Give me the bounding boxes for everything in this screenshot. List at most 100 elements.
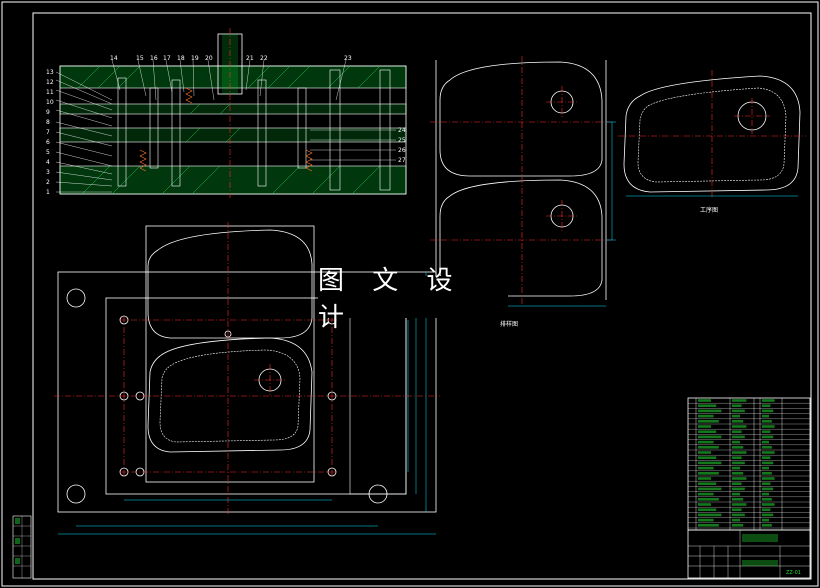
- part-number-top-16: 16: [150, 55, 158, 62]
- bom-cell-text: [698, 492, 714, 496]
- part-number-left-1: 1: [46, 189, 50, 196]
- watermark-banner: 图 文 设 计: [318, 266, 508, 333]
- bom-cell-text: [762, 435, 774, 439]
- bom-cell-text: [698, 472, 719, 475]
- title-block: ZZ-01: [687, 529, 811, 579]
- part-number-left-7: 7: [46, 129, 50, 136]
- bom-cell-text: [698, 404, 717, 407]
- part-number-top-22: 22: [260, 55, 268, 62]
- bom-cell-text: [698, 409, 722, 413]
- workpiece-view-label: 工序图: [700, 206, 718, 214]
- bom-cell-text: [698, 466, 714, 470]
- bom-cell-text: [698, 524, 719, 527]
- bom-cell-text: [762, 518, 769, 522]
- part-number-left-12: 12: [46, 79, 54, 86]
- bom-cell-text: [732, 524, 744, 527]
- bom-cell-text: [698, 446, 719, 449]
- bom-cell-text: [732, 435, 745, 439]
- part-number-top-21: 21: [246, 55, 254, 62]
- part-number-top-20: 20: [205, 55, 213, 62]
- bom-cell-text: [762, 399, 775, 402]
- bom-cell-text: [762, 420, 772, 423]
- bom-cell-text: [762, 498, 772, 501]
- bom-cell-text: [732, 451, 747, 454]
- revision-strip: [12, 515, 32, 579]
- bom-cell-text: [698, 425, 711, 428]
- part-number-left-11: 11: [46, 89, 54, 96]
- bom-cell-text: [732, 456, 742, 459]
- bom-cell-text: [732, 508, 742, 511]
- blank-outline-lower: [439, 179, 603, 297]
- layout-view-label: 排样图: [500, 320, 518, 328]
- part-number-left-6: 6: [46, 139, 50, 146]
- part-number-left-3: 3: [46, 169, 50, 176]
- bom-cell-text: [698, 399, 711, 402]
- bom-cell-text: [698, 440, 714, 444]
- workpiece-view: 工序图: [618, 70, 806, 214]
- part-number-top-19: 19: [191, 55, 199, 62]
- bom-cell-text: [732, 477, 747, 480]
- part-number-right-24: 24: [398, 127, 406, 134]
- part-number-right-26: 26: [398, 147, 406, 154]
- bom-cell-text: [732, 420, 744, 423]
- bom-cell-text: [732, 498, 744, 501]
- bom-cell-text: [698, 498, 719, 501]
- part-number-top-17: 17: [163, 55, 171, 62]
- part-number-left-4: 4: [46, 159, 50, 166]
- die-plan-view: [54, 222, 440, 535]
- bom-cell-text: [698, 461, 722, 465]
- bom-cell-text: [732, 425, 747, 428]
- part-number-right-25: 25: [398, 137, 406, 144]
- bom-cell-text: [732, 414, 740, 418]
- blank-outline-upper: [439, 61, 603, 177]
- bom-cell-text: [762, 466, 769, 470]
- drawing-number: ZZ-01: [786, 570, 801, 576]
- bom-cell-text: [732, 399, 747, 402]
- bom-cell-text: [762, 414, 769, 418]
- bom-cell-text: [762, 430, 771, 433]
- bom-cell-text: [762, 508, 771, 511]
- assembly-section-view: [55, 28, 407, 198]
- bom-cell-text: [732, 461, 745, 465]
- bom-cell-text: [762, 482, 771, 485]
- inner-frame: [32, 12, 812, 580]
- bom-cell-text: [732, 472, 744, 475]
- bom-cell-text: [762, 404, 771, 407]
- bom-cell-text: [732, 513, 745, 517]
- bom-cell-text: [732, 404, 742, 407]
- part-number-top-14: 14: [110, 55, 118, 62]
- bom-cell-text: [698, 487, 722, 491]
- bom-cell-text: [732, 446, 744, 449]
- bom-cell-text: [732, 409, 745, 413]
- part-number-left-9: 9: [46, 109, 50, 116]
- bom-cell-text: [698, 482, 717, 485]
- part-number-top-18: 18: [177, 55, 185, 62]
- bom-cell-text: [732, 487, 745, 491]
- bom-cell-text: [762, 440, 769, 444]
- bom-cell-text: [698, 503, 711, 506]
- bom-cell-text: [732, 492, 740, 496]
- workpiece-outline-inner: [637, 87, 787, 183]
- bom-cell-text: [762, 513, 774, 517]
- bom-cell-text: [762, 456, 771, 459]
- bom-cell-text: [698, 477, 711, 480]
- bom-cell-text: [732, 503, 747, 506]
- bom-cell-text: [762, 425, 775, 428]
- bom-cell-text: [762, 492, 769, 496]
- bom-cell-text: [732, 518, 740, 522]
- bom-cell-text: [698, 518, 714, 522]
- part-number-left-8: 8: [46, 119, 50, 126]
- part-number-left-5: 5: [46, 149, 50, 156]
- bom-cell-text: [762, 461, 774, 465]
- bill-of-materials-table: [687, 397, 811, 531]
- bom-cell-text: [762, 524, 772, 527]
- bom-cell-text: [698, 451, 711, 454]
- bom-cell-text: [732, 440, 740, 444]
- bom-cell-text: [762, 487, 774, 491]
- bom-cell-text: [762, 503, 775, 506]
- bom-cell-text: [762, 409, 774, 413]
- part-number-top-23: 23: [344, 55, 352, 62]
